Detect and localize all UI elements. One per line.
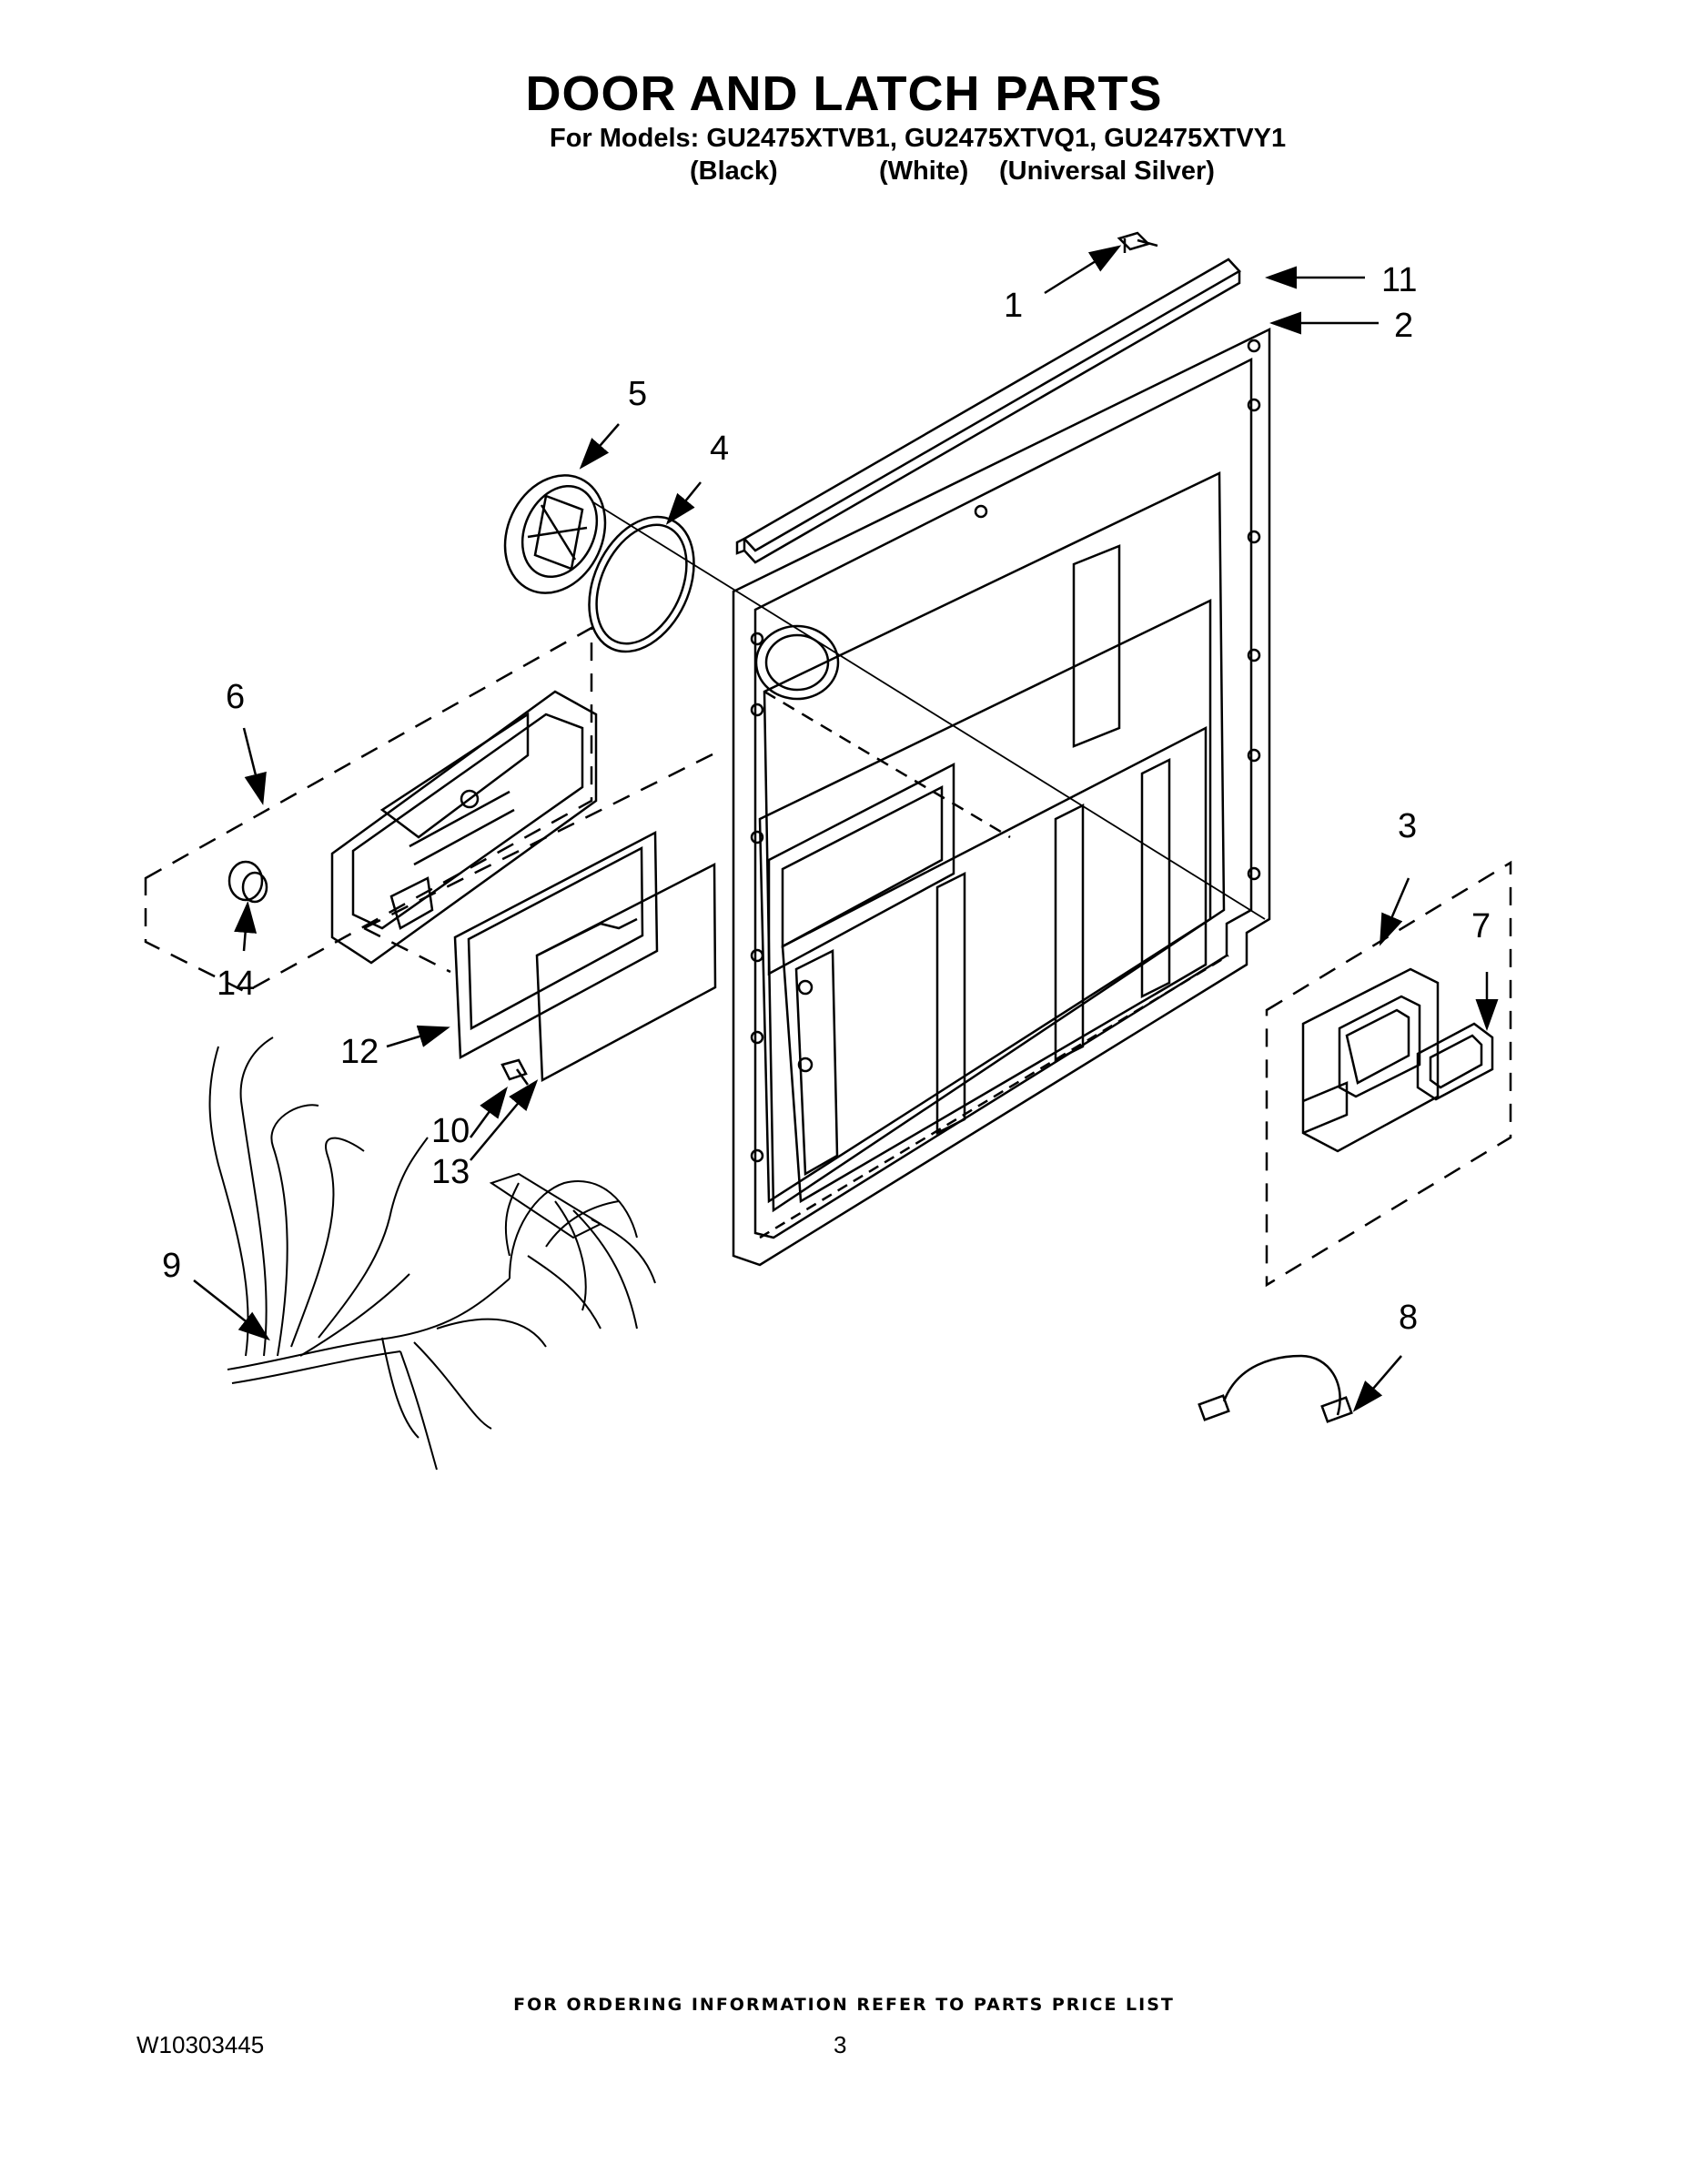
callout-10: 10 <box>431 1112 470 1150</box>
color-black: (Black) <box>690 157 778 186</box>
callout-7: 7 <box>1471 907 1491 945</box>
callout-8: 8 <box>1399 1299 1418 1337</box>
leader-6 <box>242 727 267 805</box>
latch-assembly <box>330 690 598 965</box>
callout-3: 3 <box>1398 807 1417 845</box>
screw-1 <box>1117 231 1158 253</box>
color-universal-silver: (Universal Silver) <box>999 157 1215 186</box>
callout-13: 13 <box>431 1153 470 1191</box>
callout-4: 4 <box>710 430 729 468</box>
leader-10 <box>469 1086 508 1138</box>
leader-3 <box>1380 877 1410 946</box>
callout-2: 2 <box>1394 307 1413 345</box>
callout-6: 6 <box>226 678 245 716</box>
leader-8 <box>1352 1355 1402 1412</box>
model-list: For Models: GU2475XTVB1, GU2475XTVQ1, GU… <box>550 124 1287 153</box>
latch-gasket <box>1416 1022 1494 1101</box>
color-white: (White) <box>879 157 969 186</box>
page-title: DOOR AND LATCH PARTS <box>525 66 1163 121</box>
control-board-13 <box>535 862 717 1083</box>
vent-knob <box>503 474 607 594</box>
callout-14: 14 <box>217 965 255 1003</box>
leader-9 <box>193 1279 270 1341</box>
screw-10 <box>500 1058 530 1086</box>
leader-12 <box>386 1025 450 1048</box>
leader-4 <box>665 481 702 525</box>
ordering-note: FOR ORDERING INFORMATION REFER TO PARTS … <box>513 1995 1175 2015</box>
leader-1 <box>1044 245 1122 295</box>
latch-housing <box>1301 967 1440 1153</box>
leader-13 <box>470 1079 539 1161</box>
push-button <box>227 860 268 904</box>
callout-12: 12 <box>340 1033 379 1071</box>
leader-5 <box>579 423 620 470</box>
door-inner-panel <box>732 327 1271 1267</box>
wire-harness <box>208 1036 656 1471</box>
wire-jumper <box>1198 1354 1353 1423</box>
callout-5: 5 <box>628 375 647 413</box>
page-number: 3 <box>834 2031 847 2058</box>
top-trim-strip <box>735 258 1241 564</box>
callout-9: 9 <box>162 1247 181 1285</box>
document-number: W10303445 <box>136 2031 265 2058</box>
leader-14 <box>234 901 258 952</box>
control-board-12 <box>453 830 659 1060</box>
callout-11: 11 <box>1381 261 1417 299</box>
callout-1: 1 <box>1004 287 1023 325</box>
